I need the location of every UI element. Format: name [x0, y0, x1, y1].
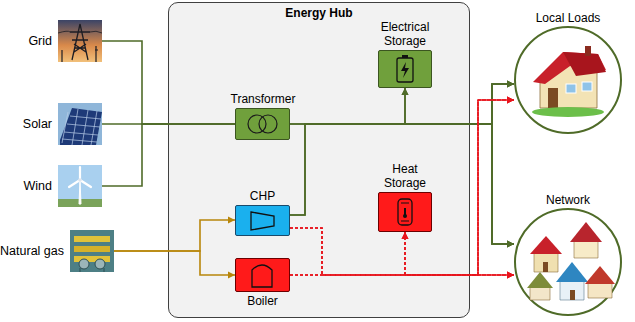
solar-icon [58, 103, 102, 145]
arrow-head [507, 241, 514, 248]
arrow-head [507, 97, 514, 104]
node-label: Grid [28, 34, 52, 48]
label-holder: Energy Hub [169, 6, 469, 20]
arrow-head [507, 272, 514, 279]
node-label: CHP [231, 189, 295, 203]
node-label: Natural gas [0, 244, 64, 258]
label-holder: Heat Storage [373, 162, 437, 190]
arrow-head [507, 97, 514, 104]
label-holder: Grid [28, 34, 52, 48]
node-label: Heat Storage [373, 162, 437, 190]
label-holder: Boiler [231, 294, 295, 308]
label-holder: CHP [231, 189, 295, 203]
node-label: Local Loads [518, 11, 618, 25]
arrow-head [507, 241, 514, 248]
node-label: Solar [23, 117, 52, 131]
label-holder: Network [518, 193, 618, 207]
node-label: Energy Hub [169, 6, 469, 20]
label-holder: Natural gas [0, 244, 64, 258]
node-label: Network [518, 193, 618, 207]
arrow-head [507, 81, 514, 88]
gas-icon [70, 230, 114, 272]
arrow-head [507, 241, 514, 248]
wind-icon [58, 165, 102, 207]
chp-box: CHP [235, 205, 290, 236]
arrow-head [507, 272, 514, 279]
arrow-head [507, 81, 514, 88]
connector-line [290, 274, 514, 276]
grid-icon [58, 20, 102, 62]
label-holder: Wind [24, 179, 52, 193]
arrow-head [507, 272, 514, 279]
arrow-head [507, 97, 514, 104]
label-holder: Electrical Storage [373, 20, 437, 48]
label-holder: Solar [23, 117, 52, 131]
arrow-head [507, 81, 514, 88]
node-label: Boiler [231, 294, 295, 308]
node-label: Transformer [231, 92, 295, 106]
node-label: Wind [24, 179, 52, 193]
label-holder: Transformer [231, 92, 295, 106]
label-holder: Local Loads [518, 11, 618, 25]
hub-box: Energy HubElectrical StorageTransformerH… [168, 2, 470, 318]
transformer-box: Transformer [235, 108, 290, 140]
node-label: Electrical Storage [373, 20, 437, 48]
